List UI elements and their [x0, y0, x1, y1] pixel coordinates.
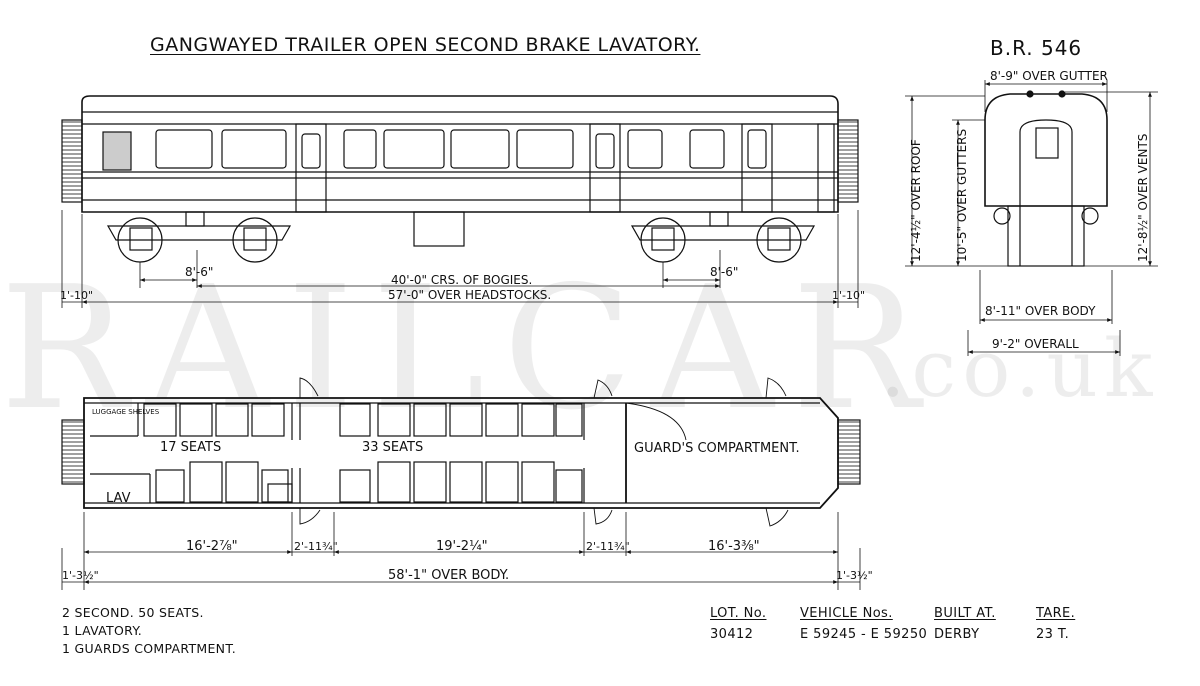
bogie-right [630, 211, 816, 263]
bogie-left [106, 211, 292, 263]
dim-bogie-wheelbase-left: 8'-6" [185, 265, 213, 279]
dim-plan-3: 19'-2¼" [436, 539, 488, 554]
built-header: BUILT AT. [934, 606, 996, 621]
label-guards-compartment: GUARD'S COMPARTMENT. [634, 441, 800, 456]
tare-value: 23 T. [1036, 627, 1070, 642]
dim-bogie-centres: 40'-0" CRS. OF BOGIES. [391, 273, 532, 287]
seats-saloon-2 [339, 403, 583, 503]
label-33-seats: 33 SEATS [362, 440, 423, 455]
lot-column: LOT. No. 30412 [710, 606, 766, 642]
dim-end-left: 1'-10" [60, 289, 93, 302]
side-doors [295, 123, 835, 213]
seats-saloon-1 [143, 403, 289, 503]
diagram-number: B.R. 546 [990, 36, 1083, 60]
label-lav: LAV [106, 491, 131, 506]
gangway-bellows-left [61, 119, 83, 203]
note-lavatory: 1 LAVATORY. [62, 623, 142, 638]
dim-plan-1: 16'-2⅞" [186, 539, 238, 554]
dim-over-gutters: 10'-5" OVER GUTTERS [955, 129, 969, 262]
dim-plan-2: 2'-11¾" [294, 540, 338, 553]
dim-plan-4: 2'-11¾" [586, 540, 630, 553]
label-luggage-shelves: LUGGAGE SHELVES [92, 408, 160, 416]
floor-plan [61, 377, 861, 590]
lot-header: LOT. No. [710, 606, 767, 621]
end-elevation [905, 80, 1158, 356]
dim-over-gutter: 8'-9" OVER GUTTER [990, 69, 1108, 83]
note-guards: 1 GUARDS COMPARTMENT. [62, 641, 237, 656]
plan-gangway-right [837, 419, 861, 485]
vehicle-header: VEHICLE Nos. [800, 606, 893, 621]
dim-over-headstocks: 57'-0" OVER HEADSTOCKS. [388, 288, 551, 302]
dim-over-body-plan: 58'-1" OVER BODY. [388, 568, 509, 583]
dim-plan-end-right: 1'-3½" [836, 569, 873, 582]
dim-over-vents: 12'-8½" OVER VENTS [1136, 134, 1150, 262]
lot-value: 30412 [710, 627, 754, 642]
tare-column: TARE. 23 T. [1036, 606, 1075, 642]
side-elevation [61, 95, 859, 308]
drawing-title: GANGWAYED TRAILER OPEN SECOND BRAKE LAVA… [150, 34, 701, 56]
built-column: BUILT AT. DERBY [934, 606, 996, 642]
gangway-bellows-right [837, 119, 859, 203]
vehicle-value: E 59245 - E 59250 [800, 627, 928, 642]
dim-end-right: 1'-10" [832, 289, 865, 302]
label-17-seats: 17 SEATS [160, 440, 221, 455]
notes: 2 SECOND. 50 SEATS. 1 LAVATORY. 1 GUARDS… [62, 604, 236, 658]
dim-over-roof: 12'-4½" OVER ROOF [909, 139, 923, 262]
dim-plan-5: 16'-3⅜" [708, 539, 760, 554]
dim-plan-end-left: 1'-3½" [62, 569, 99, 582]
plan-gangway-left [61, 419, 85, 485]
built-value: DERBY [934, 627, 980, 642]
dim-over-body: 8'-11" OVER BODY [985, 304, 1096, 318]
note-seats: 2 SECOND. 50 SEATS. [62, 605, 204, 620]
battery-box [413, 211, 465, 247]
dim-overall: 9'-2" OVERALL [992, 337, 1079, 351]
tare-header: TARE. [1036, 606, 1076, 621]
vehicle-column: VEHICLE Nos. E 59245 - E 59250 [800, 606, 927, 642]
side-windows [155, 129, 767, 169]
dim-bogie-wheelbase-right: 8'-6" [710, 265, 738, 279]
